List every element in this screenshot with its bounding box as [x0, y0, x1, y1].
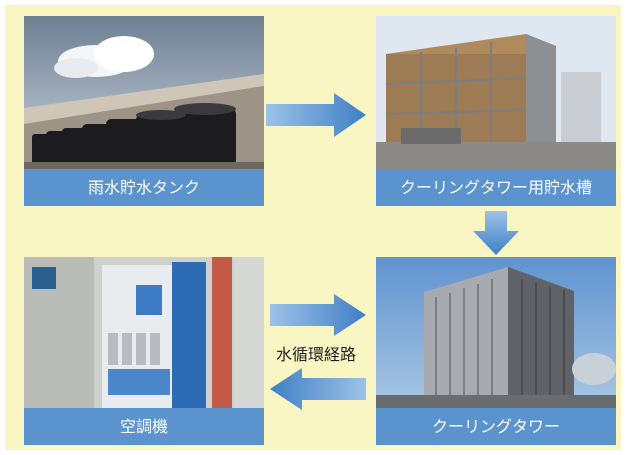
cooling-tower-tank-label: クーリングタワー用貯水槽	[399, 178, 592, 197]
cooling-tower-tank-photo	[376, 16, 616, 169]
arrow-left-bottom	[270, 368, 366, 410]
rain-tank-card: 雨水貯水タンク	[24, 16, 264, 206]
rain-tank-label: 雨水貯水タンク	[87, 178, 200, 197]
arrow-right-top	[266, 93, 366, 137]
cooling-tower-card: クーリングタワー	[376, 257, 616, 445]
water-circulation-label: 水循環経路	[275, 345, 356, 364]
air-conditioner-label: 空調機	[119, 417, 168, 436]
arrow-right-bottom	[270, 294, 366, 336]
air-conditioner-card: 空調機	[24, 257, 264, 445]
rain-tank-photo	[24, 16, 264, 169]
cooling-tower-photo	[376, 257, 616, 408]
cooling-tower-label: クーリングタワー	[431, 417, 560, 436]
air-conditioner-photo	[24, 257, 264, 408]
arrow-down	[473, 211, 519, 255]
cooling-tower-tank-card: クーリングタワー用貯水槽	[376, 16, 616, 206]
